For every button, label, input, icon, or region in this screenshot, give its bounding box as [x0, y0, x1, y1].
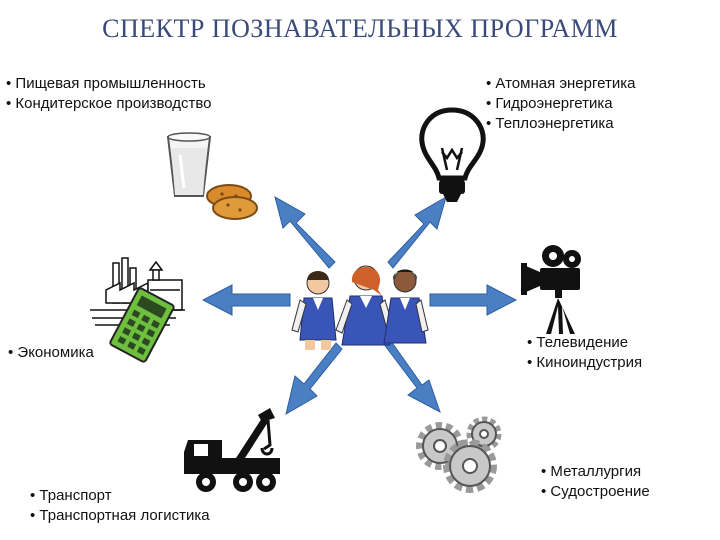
arrow-up-right: [387, 195, 447, 269]
list-item: Кондитерское производство: [6, 94, 211, 114]
transport-list: Транспорт Транспортная логистика: [30, 486, 210, 526]
list-item: Судостроение: [541, 482, 649, 502]
economy-list: Экономика: [8, 343, 93, 363]
tow-truck-icon: [184, 408, 280, 492]
food-industry-list: Пищевая промышленность Кондитерское прои…: [6, 74, 212, 114]
light-bulb-icon: [419, 107, 486, 202]
students-icon: [291, 265, 429, 350]
list-item: Транспорт: [30, 486, 210, 506]
movie-camera-icon: [521, 245, 581, 334]
energy-list: Атомная энергетика Гидроэнергетика Тепло…: [486, 74, 635, 134]
list-item: Теплоэнергетика: [486, 114, 635, 134]
list-item: Транспортная логистика: [30, 506, 209, 526]
calculator-icon: [109, 287, 175, 363]
list-item: Киноиндустрия: [527, 353, 642, 373]
cookie-icon: [206, 184, 258, 220]
arrow-down-right: [382, 336, 441, 414]
arrow-down-left: [285, 342, 343, 416]
arrow-right: [429, 284, 518, 316]
list-item: Атомная энергетика: [486, 74, 635, 94]
arrow-up-left: [274, 195, 336, 269]
milk-glass-icon: [166, 132, 212, 197]
list-item: Гидроэнергетика: [486, 94, 635, 114]
gears-icon: [416, 416, 502, 493]
arrow-left: [201, 284, 291, 316]
list-item: Пищевая промышленность: [6, 74, 212, 94]
page-title: СПЕКТР ПОЗНАВАТЕЛЬНЫХ ПРОГРАММ: [102, 14, 618, 43]
list-item: Экономика: [8, 343, 93, 363]
list-item: Металлургия: [541, 462, 650, 482]
metallurgy-list: Металлургия Судостроение: [541, 462, 650, 502]
list-item: Телевидение: [527, 333, 642, 353]
media-list: Телевидение Киноиндустрия: [527, 333, 642, 373]
